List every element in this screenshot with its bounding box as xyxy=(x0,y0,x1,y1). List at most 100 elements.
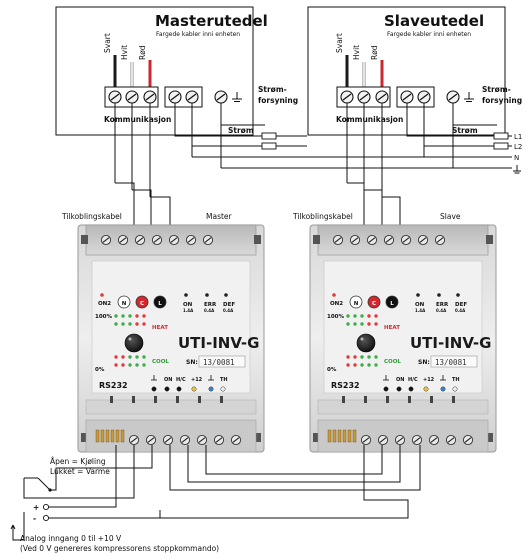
scale-bottom-label: 0% xyxy=(95,367,105,373)
mount-hole xyxy=(486,235,493,244)
mount-hole xyxy=(313,235,320,244)
c-button-label: C xyxy=(140,301,144,307)
rs232-pin xyxy=(115,429,120,443)
bottom-terminal-dot xyxy=(440,386,446,392)
master-label-red: Rød xyxy=(138,45,147,60)
model-name: UTI-INV-G xyxy=(410,334,491,352)
bottom-terminal-screw xyxy=(145,434,157,446)
vent-slot xyxy=(386,396,389,403)
left-cable-label: Tilkoblingskabel xyxy=(61,212,122,221)
led-def-label: DEF xyxy=(455,302,467,308)
led-err-indicator xyxy=(437,293,441,297)
l-button-label: L xyxy=(390,301,394,307)
vent-strip xyxy=(85,399,257,415)
rs232-pin xyxy=(105,429,110,443)
l-button-label: L xyxy=(158,301,162,307)
term-12-label: +12 xyxy=(423,377,435,383)
bottom-terminal-dot xyxy=(208,386,214,392)
n-button xyxy=(117,295,131,309)
bottom-terminal-dot xyxy=(383,386,389,392)
heat-led xyxy=(121,322,125,326)
slave-label-white: Hvit xyxy=(352,45,361,60)
led-err-sub: 0.4A xyxy=(436,308,447,313)
cool-led xyxy=(346,363,350,367)
cool-led xyxy=(128,363,132,367)
setpoint-knob xyxy=(124,333,144,353)
rs232-pin xyxy=(327,429,332,443)
term-12-label: +12 xyxy=(191,377,203,383)
heat-led xyxy=(114,314,118,318)
cool-led xyxy=(353,355,357,359)
right-cable-label: Tilkoblingskabel xyxy=(292,212,353,221)
bottom-terminal-dot xyxy=(408,386,414,392)
scale-bottom-label: 0% xyxy=(327,367,337,373)
heat-led xyxy=(114,322,118,326)
cool-led xyxy=(360,355,364,359)
line-l1-label: L1 xyxy=(514,133,522,141)
bottom-terminal-screw xyxy=(462,434,474,446)
led-def-sub: 0.4A xyxy=(455,308,466,313)
bottom-terminal-dot xyxy=(423,386,429,392)
on2-label: ON2 xyxy=(330,301,343,307)
heat-led xyxy=(367,314,371,318)
n-button xyxy=(349,295,363,309)
vent-slot xyxy=(452,396,455,403)
master-ground-icon xyxy=(232,92,242,102)
bottom-terminal-screw xyxy=(377,434,389,446)
heat-led xyxy=(128,322,132,326)
led-def-indicator xyxy=(224,293,228,297)
heat-label: HEAT xyxy=(152,325,168,331)
master-label-white: Hvit xyxy=(120,45,129,60)
slave-label-red: Rød xyxy=(370,45,379,60)
status-led xyxy=(332,293,336,297)
on2-label: ON2 xyxy=(98,301,111,307)
led-def-sub: 0.4A xyxy=(223,308,234,313)
bottom-terminal-screw xyxy=(411,434,423,446)
cool-led xyxy=(135,355,139,359)
top-terminal-screw xyxy=(434,234,446,246)
rs232-pin xyxy=(352,429,357,443)
led-on-label: ON xyxy=(415,302,425,308)
vent-slot xyxy=(342,396,345,403)
top-terminal-screw xyxy=(100,234,112,246)
cool-led xyxy=(142,355,146,359)
rs232-pin xyxy=(347,429,352,443)
line-l2-label: L2 xyxy=(514,143,522,151)
rs232-pin xyxy=(100,429,105,443)
heat-led xyxy=(374,322,378,326)
rs232-pin xyxy=(342,429,347,443)
heat-led xyxy=(353,314,357,318)
mount-hole xyxy=(81,433,88,442)
front-panel xyxy=(91,260,251,394)
mains-wiring: Strøm Strøm L1 L2 N xyxy=(174,103,522,174)
master-outdoor-unit: Masterutedel Fargede kabler inni enheten… xyxy=(55,6,298,136)
top-terminal-screw xyxy=(134,234,146,246)
top-terminal-screw xyxy=(151,234,163,246)
knob-marker xyxy=(128,337,132,341)
bottom-control-wiring: Åpen = Kjøling Lukket = Varme + - Analog… xyxy=(10,445,421,553)
switch-lever xyxy=(37,477,51,491)
rs232-pin xyxy=(337,429,342,443)
n-button-label: N xyxy=(354,301,359,307)
top-terminal-screw xyxy=(366,234,378,246)
heat-led xyxy=(128,314,132,318)
heat-led xyxy=(142,314,146,318)
mount-hole xyxy=(254,235,261,244)
l-button xyxy=(385,295,399,309)
vent-slot xyxy=(430,396,433,403)
mount-hole xyxy=(81,235,88,244)
cool-led xyxy=(367,355,371,359)
rs232-pin xyxy=(95,429,100,443)
top-terminal-strip xyxy=(85,224,257,256)
cool-label: COOL xyxy=(384,359,401,365)
cool-label: COOL xyxy=(152,359,169,365)
term-hc-label: H/C xyxy=(176,377,186,383)
heat-led xyxy=(142,322,146,326)
vent-slot xyxy=(176,396,179,403)
led-on-label: ON xyxy=(183,302,193,308)
cool-led xyxy=(360,363,364,367)
master-unit-subtitle: Fargede kabler inni enheten xyxy=(156,31,240,38)
top-terminal-screw xyxy=(117,234,129,246)
heat-led xyxy=(360,322,364,326)
